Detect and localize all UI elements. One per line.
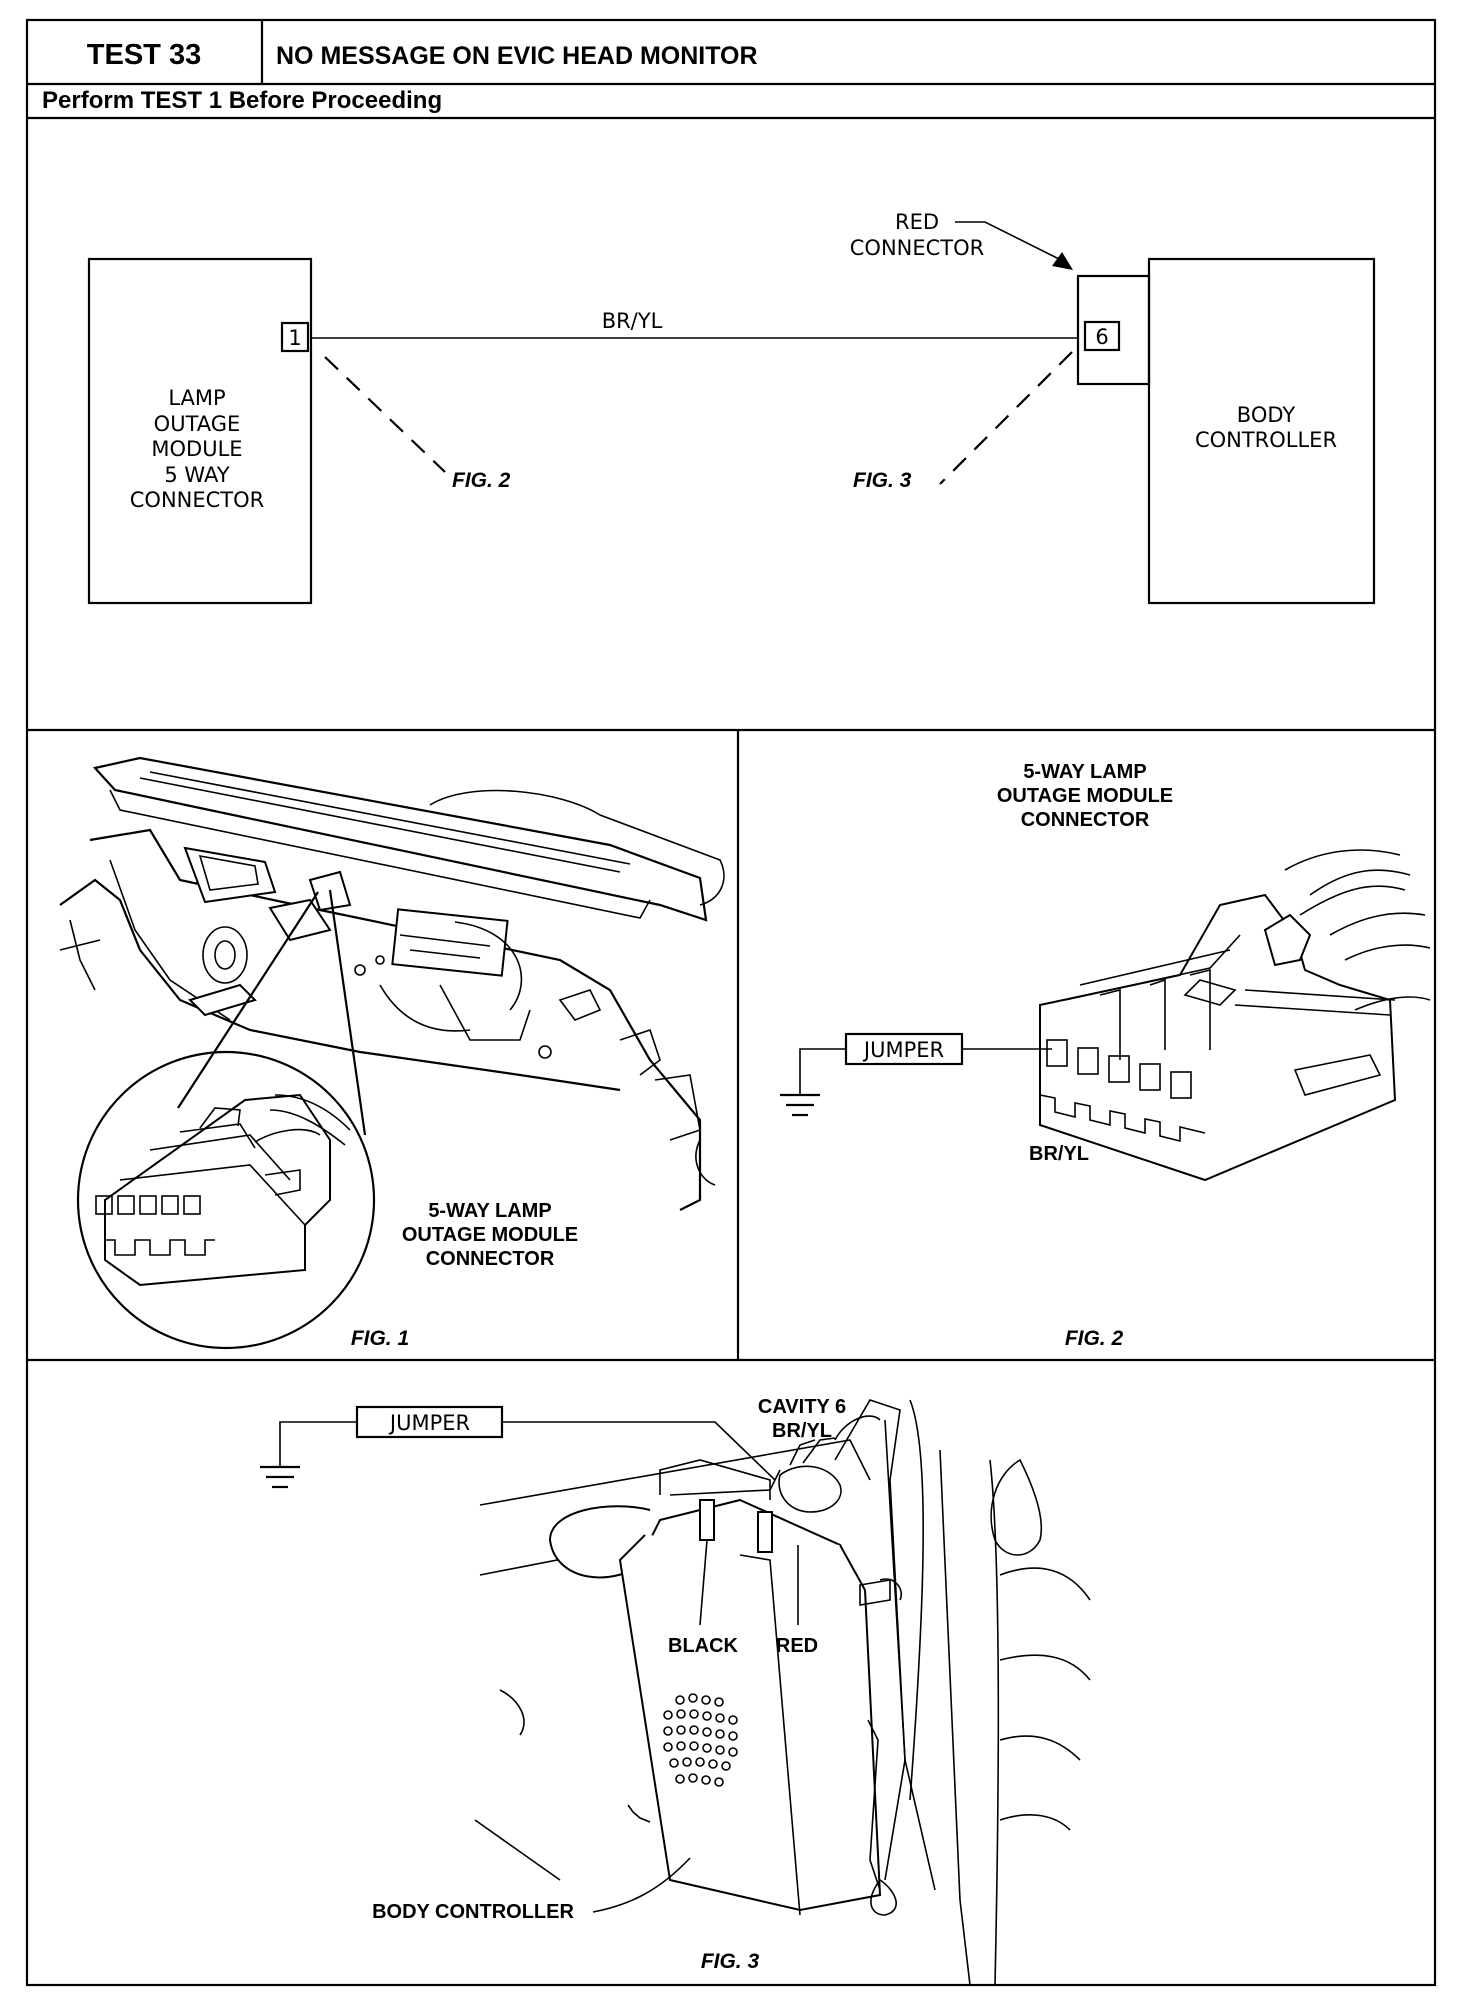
fig3-body-controller-leader xyxy=(592,1857,691,1913)
fig3-black-label: BLACK xyxy=(668,1635,739,1657)
fig3-body-controller-illustration xyxy=(474,1399,1091,1986)
fig1-callout-line-1: 5-WAY LAMP xyxy=(428,1200,551,1222)
body-controller-box xyxy=(1147,257,1376,605)
arrowhead-icon xyxy=(1052,252,1073,270)
fig2-connector-illustration xyxy=(1039,849,1431,1182)
instruction-text: Perform TEST 1 Before Proceeding xyxy=(42,87,442,114)
page-frame xyxy=(25,18,1437,1987)
fig2-dashed-leader xyxy=(324,356,446,473)
right-module-line-2: CONTROLLER xyxy=(1195,428,1337,452)
left-module-line-5: CONNECTOR xyxy=(130,488,265,512)
fig1-callout-line-3: CONNECTOR xyxy=(426,1248,555,1270)
pin-6-box xyxy=(1083,320,1121,352)
fig3-red-label: RED xyxy=(776,1635,818,1657)
fig3-reference: FIG. 3 xyxy=(853,469,912,492)
pin-1-box xyxy=(280,321,310,353)
pin-6-label: 6 xyxy=(1095,325,1108,349)
connector-callout-line-1: RED xyxy=(895,210,939,234)
left-module-line-4: 5 WAY xyxy=(164,463,229,487)
red-connector-leader xyxy=(955,221,1066,263)
fig2-title-line-1: 5-WAY LAMP xyxy=(1023,761,1146,783)
lamp-outage-module-box xyxy=(87,257,313,605)
fig1-callout-line-2: OUTAGE MODULE xyxy=(402,1224,578,1246)
fig2-jumper-label: JUMPER xyxy=(862,1038,944,1062)
connector-callout-line-2: CONNECTOR xyxy=(850,236,985,260)
test-title: NO MESSAGE ON EVIC HEAD MONITOR xyxy=(276,42,758,70)
left-module-line-3: MODULE xyxy=(151,437,242,461)
schematic: LAMP OUTAGE MODULE 5 WAY CONNECTOR 1 BR/… xyxy=(87,210,1376,605)
right-module-line-1: BODY xyxy=(1237,403,1296,427)
fig3-caption: FIG. 3 xyxy=(701,1950,760,1973)
left-module-line-1: LAMP xyxy=(168,386,225,410)
fig2-wire-label: BR/YL xyxy=(1029,1143,1089,1165)
fig2-caption: FIG. 2 xyxy=(1065,1327,1124,1350)
fig2-title-line-2: OUTAGE MODULE xyxy=(997,785,1173,807)
fig3-body-controller-label: BODY CONTROLLER xyxy=(372,1901,574,1923)
left-module-line-2: OUTAGE xyxy=(154,412,241,436)
fig1-connector-magnified-view xyxy=(76,1050,376,1350)
fig3-vent-holes xyxy=(663,1693,738,1787)
fig3-ground-icon xyxy=(260,1465,300,1489)
fig3-black-leader xyxy=(699,1539,708,1626)
red-connector-box xyxy=(1076,274,1151,386)
fig2-title-line-3: CONNECTOR xyxy=(1021,809,1150,831)
wire-label: BR/YL xyxy=(602,309,663,333)
fig3-cavity-line-2: BR/YL xyxy=(772,1420,832,1442)
fig3-jumper-to-cavity xyxy=(502,1421,776,1481)
fig3-dashed-leader xyxy=(939,351,1073,485)
fig2-reference: FIG. 2 xyxy=(452,469,511,492)
fig1-caption: FIG. 1 xyxy=(351,1327,409,1350)
fig2-ground-icon xyxy=(780,1093,820,1117)
pin-1-label: 1 xyxy=(288,326,301,350)
test-number: TEST 33 xyxy=(87,39,201,71)
fig1-instrument-panel-illustration xyxy=(59,756,725,1211)
fig3-cavity-line-1: CAVITY 6 xyxy=(758,1396,846,1418)
fig3-ground-lead xyxy=(279,1421,357,1467)
fig2-ground-lead xyxy=(799,1048,846,1095)
fig3-jumper-label: JUMPER xyxy=(388,1411,470,1435)
